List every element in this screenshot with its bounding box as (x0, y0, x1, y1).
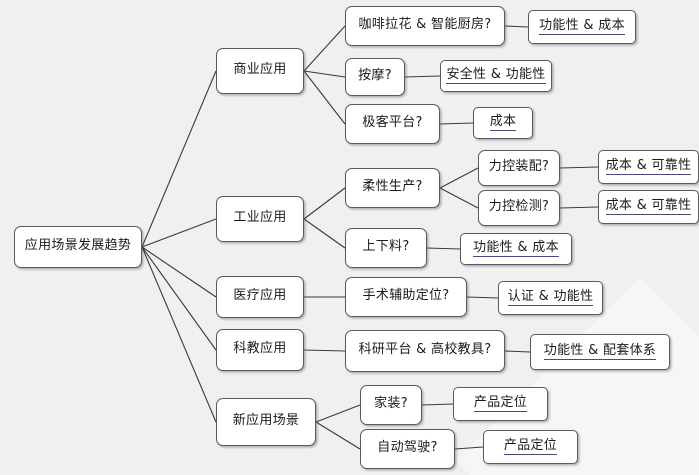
mindmap-node-leaf-position-1[interactable]: 产品定位 (453, 387, 548, 421)
mindmap-node-leaf-func-cost-2[interactable]: 功能性 & 成本 (460, 233, 572, 265)
edge-l2-commercial-to-l3-coffee (303, 25, 346, 72)
edge-root-to-l2-commercial (141, 70, 217, 248)
mindmap-node-l3-driving[interactable]: 自动驾驶? (360, 429, 455, 469)
node-label: 成本 & 可靠性 (605, 158, 692, 175)
edge-l3-home-to-leaf-position-1 (421, 403, 454, 406)
edge-l4-detection-to-leaf-cost-rel-2 (559, 206, 599, 209)
node-label: 功能性 & 成本 (539, 18, 625, 35)
edge-l3-research-to-leaf-func-system (504, 350, 531, 353)
edge-l3-geek-to-leaf-cost (439, 122, 474, 125)
node-label: 功能性 & 配套体系 (543, 343, 657, 360)
mindmap-node-l2-medical[interactable]: 医疗应用 (216, 276, 304, 318)
node-label: 产品定位 (473, 395, 528, 412)
node-label: 产品定位 (503, 438, 558, 455)
node-label: 工业应用 (233, 210, 287, 226)
edge-l3-loading-to-leaf-func-cost-2 (426, 247, 461, 250)
node-label: 安全性 & 功能性 (446, 67, 546, 84)
mindmap-node-leaf-cert-func[interactable]: 认证 & 功能性 (498, 281, 603, 315)
edge-l3-massage-to-leaf-safe-func (404, 75, 441, 78)
mindmap-node-leaf-safe-func[interactable]: 安全性 & 功能性 (440, 60, 552, 92)
node-label: 上下料? (362, 239, 410, 255)
node-label: 商业应用 (233, 62, 287, 78)
mindmap-node-l4-detection[interactable]: 力控检测? (478, 190, 560, 226)
node-label: 极客平台? (362, 115, 423, 131)
mindmap-node-l3-home[interactable]: 家装? (360, 385, 422, 425)
mindmap-node-l3-surgery[interactable]: 手术辅助定位? (345, 277, 467, 317)
node-label: 咖啡拉花 & 智能厨房? (358, 17, 492, 33)
mindmap-node-l3-coffee[interactable]: 咖啡拉花 & 智能厨房? (345, 6, 505, 46)
node-label: 柔性生产? (362, 179, 423, 195)
edge-l2-industrial-to-l3-loading (303, 218, 346, 249)
mindmap-node-leaf-cost[interactable]: 成本 (473, 107, 533, 139)
mindmap-node-l4-assembly[interactable]: 力控装配? (478, 150, 560, 186)
node-label: 科教应用 (233, 341, 287, 357)
mindmap-node-l2-industrial[interactable]: 工业应用 (216, 196, 304, 242)
edge-l3-driving-to-leaf-position-2 (454, 446, 484, 450)
node-label: 手术辅助定位? (362, 288, 450, 304)
mindmap-node-l3-flexible[interactable]: 柔性生产? (345, 168, 440, 208)
mindmap-node-l3-research[interactable]: 科研平台 & 高校教具? (345, 330, 505, 372)
mindmap-node-l3-massage[interactable]: 按摩? (345, 58, 405, 96)
node-label: 成本 & 可靠性 (605, 198, 692, 215)
node-label: 应用场景发展趋势 (24, 238, 132, 254)
node-label: 力控装配? (488, 159, 550, 175)
edge-l2-new-to-l3-home (315, 404, 361, 423)
mindmap-node-l2-new[interactable]: 新应用场景 (216, 398, 316, 446)
edge-l2-education-to-l3-research (303, 349, 346, 352)
mindmap-node-leaf-func-cost-1[interactable]: 功能性 & 成本 (528, 10, 636, 44)
mindmap-node-l3-geek[interactable]: 极客平台? (345, 104, 440, 144)
mindmap-node-l2-education[interactable]: 科教应用 (216, 329, 304, 371)
node-label: 成本 (489, 114, 517, 131)
edge-l3-surgery-to-leaf-cert-func (466, 296, 499, 299)
node-label: 新应用场景 (232, 413, 300, 429)
node-label: 按摩? (358, 68, 392, 84)
edge-root-to-l2-medical (141, 246, 217, 298)
edge-l3-flexible-to-l4-detection (439, 187, 479, 209)
mindmap-node-leaf-position-2[interactable]: 产品定位 (483, 430, 578, 464)
edge-root-to-l2-industrial (141, 218, 217, 248)
node-label: 自动驾驶? (377, 440, 438, 456)
node-label: 家装? (374, 396, 408, 412)
edge-l3-coffee-to-leaf-func-cost-1 (504, 25, 529, 28)
mindmap-node-leaf-func-system[interactable]: 功能性 & 配套体系 (530, 334, 670, 370)
node-label: 功能性 & 成本 (473, 240, 559, 257)
node-label: 认证 & 功能性 (507, 289, 594, 306)
mindmap-node-root[interactable]: 应用场景发展趋势 (14, 226, 142, 268)
edge-root-to-l2-education (141, 246, 217, 351)
edge-root-to-l2-new (141, 246, 217, 423)
edge-l2-commercial-to-l3-massage (303, 70, 346, 78)
mindmap-node-l2-commercial[interactable]: 商业应用 (216, 48, 304, 94)
edge-l2-commercial-to-l3-geek (303, 70, 346, 125)
node-label: 医疗应用 (233, 288, 287, 304)
edge-l2-new-to-l3-driving (315, 421, 361, 450)
edge-l2-industrial-to-l3-flexible (303, 187, 346, 220)
node-label: 科研平台 & 高校教具? (358, 342, 492, 358)
mindmap-node-leaf-cost-rel-2[interactable]: 成本 & 可靠性 (598, 190, 699, 224)
mindmap-node-leaf-cost-rel-1[interactable]: 成本 & 可靠性 (598, 150, 699, 184)
edge-l3-flexible-to-l4-assembly (439, 167, 479, 189)
edge-l4-assembly-to-leaf-cost-rel-1 (559, 166, 599, 169)
mindmap-node-l3-loading[interactable]: 上下料? (345, 228, 427, 268)
node-label: 力控检测? (488, 199, 550, 215)
